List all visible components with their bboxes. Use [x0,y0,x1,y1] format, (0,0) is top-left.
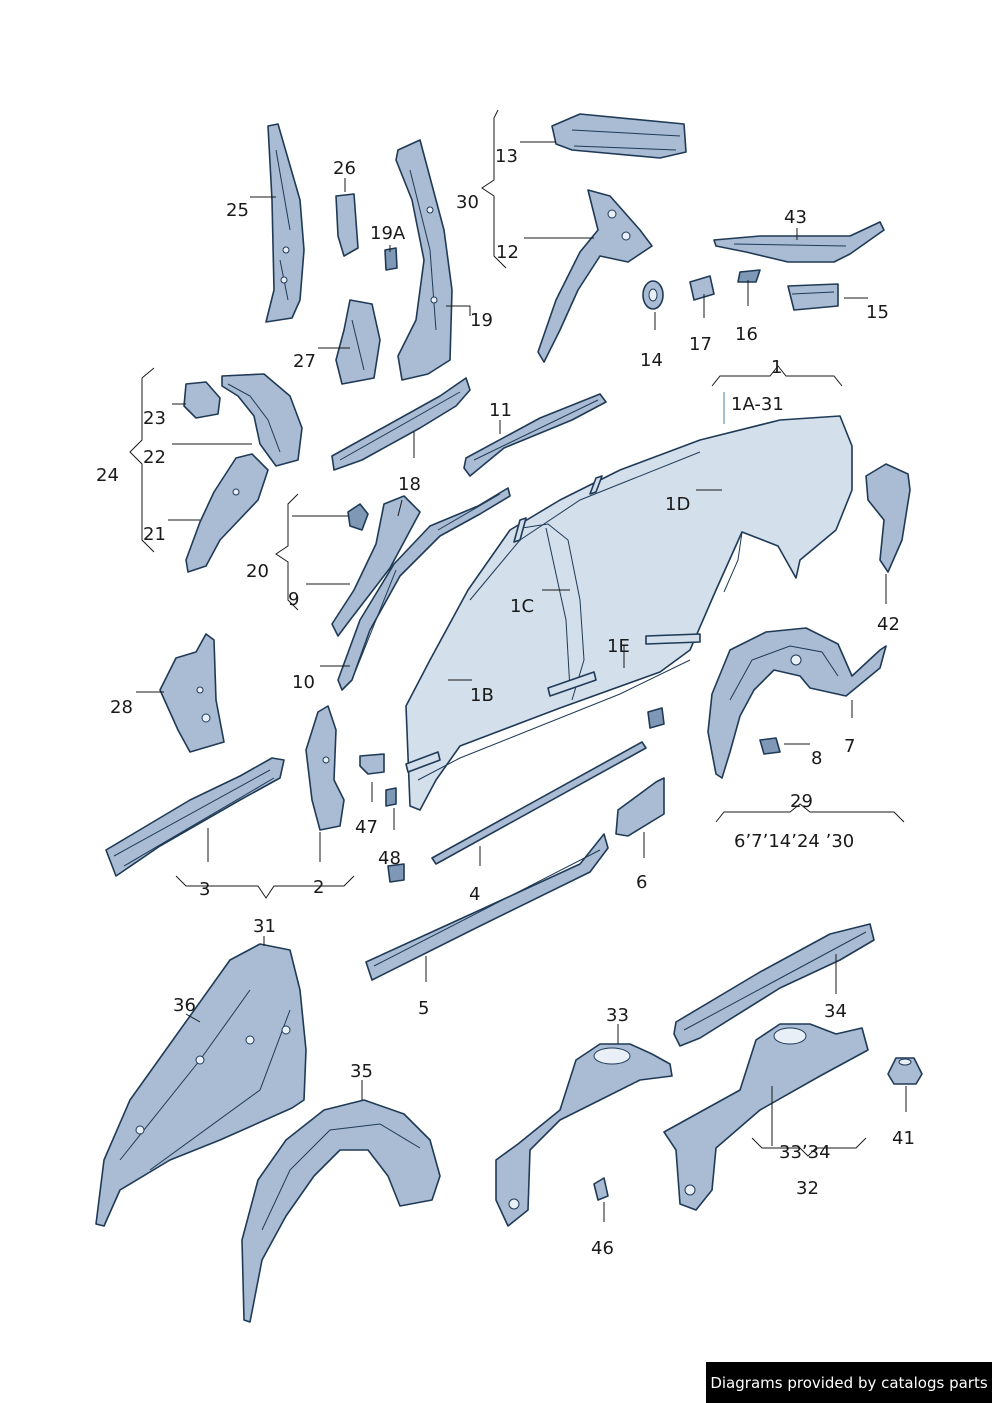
label-20: 20 [246,561,269,582]
part-22-arch [221,373,303,467]
label-34: 34 [824,1001,847,1022]
callout-labels: 25 26 19A 19 27 13 30 12 43 14 17 16 15 … [96,146,915,1259]
part-28-panel [159,633,225,753]
label-1b: 1B [470,685,494,706]
part-36-wheelhouse [95,943,307,1227]
label-16: 16 [735,324,758,345]
part-47-bracket [359,753,385,775]
part-11-rail [463,393,607,477]
label-27: 27 [293,351,316,372]
part-3-member [105,757,285,877]
part-42-bracket [865,463,911,573]
part-20-bracket [347,503,369,531]
part-13-member [551,113,687,159]
label-9: 9 [288,589,299,610]
label-29: 29 [790,791,813,812]
label-48: 48 [378,848,401,869]
part-16-clip [737,269,761,283]
label-15: 15 [866,302,889,323]
label-1e: 1E [607,636,630,657]
label-22: 22 [143,447,166,468]
label-18: 18 [398,474,421,495]
part-41-nut [887,1057,923,1085]
label-41: 41 [892,1128,915,1149]
part-25-pillar [265,123,305,323]
label-5: 5 [418,998,429,1019]
part-33-spring-seat [495,1043,673,1227]
label-12: 12 [496,242,519,263]
part-19-pillar [395,139,453,381]
label-1d: 1D [665,494,690,515]
label-3: 3 [199,879,210,900]
label-19a: 19A [370,223,406,244]
label-17: 17 [689,334,712,355]
label-32-sub: 33ʼ34 [779,1142,831,1163]
label-30: 30 [456,192,479,213]
label-7: 7 [844,736,855,757]
part-34-member [673,923,875,1047]
label-46: 46 [591,1238,614,1259]
part-7-wheel-arch [707,627,887,779]
label-1c: 1C [510,596,534,617]
label-29-sub: 6ʼ7ʼ14ʼ24 ʼ30 [734,831,854,852]
label-26: 26 [333,158,356,179]
part-23-bracket [183,381,221,419]
label-33: 33 [606,1005,629,1026]
label-2: 2 [313,877,324,898]
part-18-rail [331,377,471,471]
label-11: 11 [489,400,512,421]
part-14-grommet [642,280,664,310]
label-24: 24 [96,465,119,486]
label-23: 23 [143,408,166,429]
label-36: 36 [173,995,196,1016]
part-10-seal [337,487,511,691]
label-1a-31: 1A-31 [731,394,784,415]
part-48-clip [385,787,405,883]
footer-credit: Diagrams provided by catalogs parts [706,1362,992,1403]
label-6: 6 [636,872,647,893]
label-21: 21 [143,524,166,545]
part-43-member [713,221,885,263]
part-1-side-panel [405,415,853,811]
label-43: 43 [784,207,807,228]
part-19a-plate [384,247,398,271]
label-28: 28 [110,697,133,718]
label-10: 10 [292,672,315,693]
part-26-bracket [335,193,359,257]
label-4: 4 [469,884,480,905]
part-6-bracket [615,707,665,837]
part-46-clip [593,1177,609,1201]
label-8: 8 [811,748,822,769]
part-8-clip [759,737,781,755]
part-9-rail [331,495,421,637]
part-5-sill [365,833,609,981]
label-32: 32 [796,1178,819,1199]
label-42: 42 [877,614,900,635]
label-31: 31 [253,916,276,937]
label-14: 14 [640,350,663,371]
label-25: 25 [226,200,249,221]
part-15-bracket [787,283,839,311]
label-1: 1 [771,357,782,378]
part-27-reinforcement [335,299,381,385]
part-4-seal-rod [431,741,647,865]
part-12-pillar [537,189,653,363]
part-2-pillar-base [305,705,345,831]
label-47: 47 [355,817,378,838]
leader-lines [129,109,907,1222]
part-21-arch [185,453,269,573]
label-13: 13 [495,146,518,167]
part-32-assembly [663,1023,869,1211]
label-35: 35 [350,1061,373,1082]
part-35-arch-liner [241,1099,441,1323]
label-19: 19 [470,310,493,331]
part-17-plate [689,275,715,301]
